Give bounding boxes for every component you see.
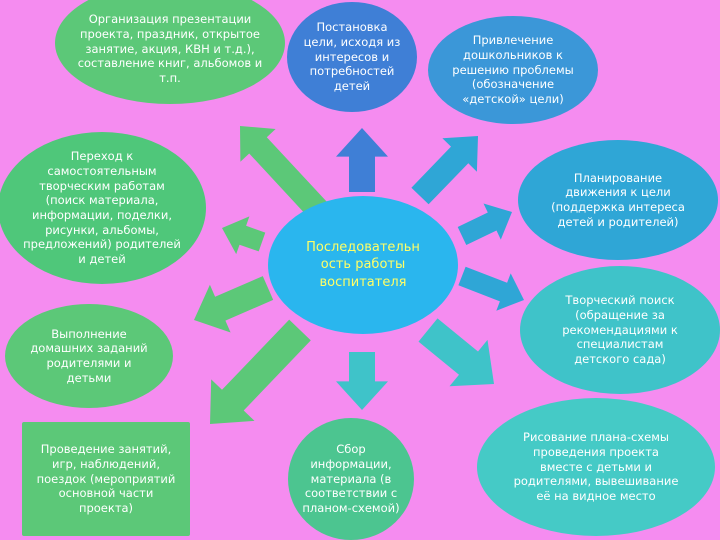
arrow-to-goal-setting [336,128,388,192]
node-planning-text: Планирование движения к цели (поддержка … [551,170,685,229]
node-transition: Переход к самостоятельным творческим раб… [0,132,206,284]
node-creative-search-text: Творческий поиск (обращение за рекоменда… [562,293,678,367]
arrow-to-involvement [411,136,478,205]
arrow-to-organization [240,126,327,219]
node-drawing-plan: Рисование плана-схемы проведения проекта… [477,398,715,536]
arrow-to-transition [222,216,266,255]
node-lessons: Проведение занятий, игр, наблюдений, пое… [22,422,190,536]
node-center: Последовательн ость работы воспитателя [268,196,458,334]
node-lessons-text: Проведение занятий, игр, наблюдений, пое… [36,442,176,516]
node-organization: Организация презентации проекта, праздни… [55,0,285,104]
arrow-to-homework [194,276,274,333]
node-collection: Сбор информации, материала (в соответств… [288,418,414,540]
node-homework: Выполнение домашних заданий родителями и… [5,304,173,408]
node-involvement-text: Привлечение дошкольников к решению пробл… [452,33,574,107]
node-drawing-plan-text: Рисование плана-схемы проведения проекта… [513,430,679,504]
node-goal-setting: Постановка цели, исходя из интересов и п… [287,2,417,112]
node-transition-text: Переход к самостоятельным творческим раб… [23,149,181,267]
node-planning: Планирование движения к цели (поддержка … [518,140,718,260]
arrow-to-drawing-plan [418,318,494,387]
node-organization-text: Организация презентации проекта, праздни… [77,12,263,86]
arrow-to-collection [336,352,388,410]
node-center-text: Последовательн ость работы воспитателя [306,239,420,290]
arrow-to-lessons [210,319,311,424]
node-collection-text: Сбор информации, материала (в соответств… [302,442,400,516]
arrow-to-creative-search [458,266,524,311]
node-creative-search: Творческий поиск (обращение за рекоменда… [520,266,720,394]
node-goal-setting-text: Постановка цели, исходя из интересов и п… [303,20,401,94]
node-involvement: Привлечение дошкольников к решению пробл… [428,16,598,124]
arrow-to-planning [457,203,512,245]
node-homework-text: Выполнение домашних заданий родителями и… [30,326,148,385]
